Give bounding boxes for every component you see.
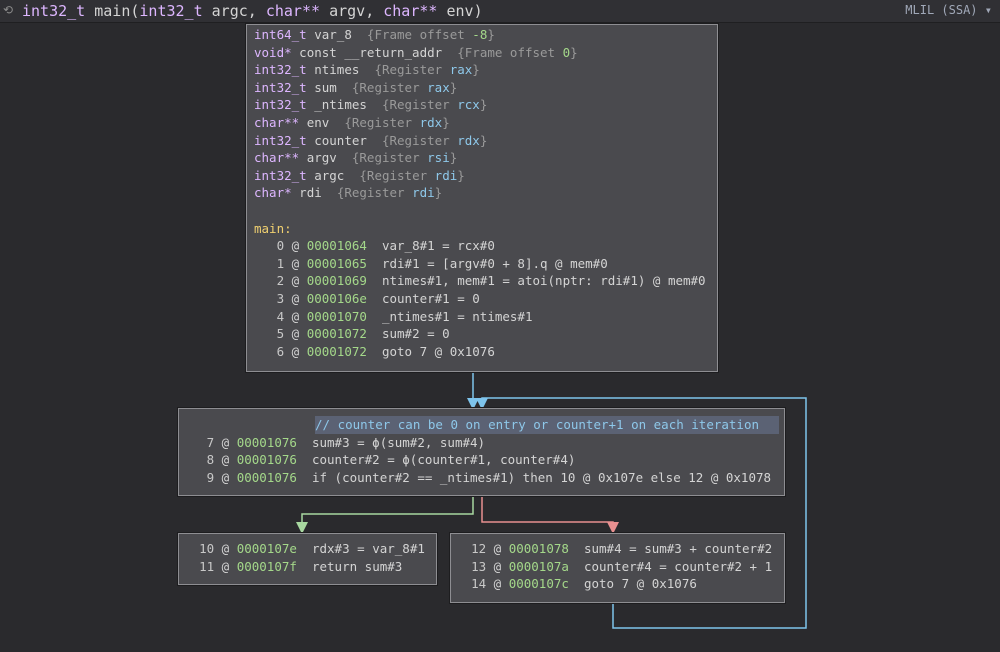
- var-decl[interactable]: int32_t ntimes {Register rax}: [254, 62, 480, 78]
- var-decl[interactable]: char** argv {Register rsi}: [254, 150, 458, 166]
- var-decl[interactable]: int32_t sum {Register rax}: [254, 79, 458, 95]
- loop-header-block[interactable]: // counter can be 0 on entry or counter+…: [178, 408, 785, 496]
- il-instruction[interactable]: 12 @ 00001078 sum#4 = sum#3 + counter#2: [471, 541, 773, 556]
- il-instruction[interactable]: 1 @ 00001065 rdi#1 = [argv#0 + 8].q @ me…: [276, 255, 608, 271]
- il-instruction[interactable]: 9 @ 00001076 if (counter#2 == _ntimes#1)…: [206, 469, 772, 485]
- il-view-selector[interactable]: MLIL (SSA) ▾: [905, 3, 992, 17]
- il-instruction[interactable]: 0 @ 00001064 var_8#1 = rcx#0: [276, 238, 495, 254]
- loop-comment: // counter can be 0 on entry or counter+…: [315, 416, 779, 434]
- il-instruction[interactable]: 5 @ 00001072 sum#2 = 0: [276, 326, 450, 342]
- il-instruction[interactable]: 7 @ 00001076 sum#3 = ϕ(sum#2, sum#4): [206, 434, 486, 450]
- block-label: main:: [254, 220, 292, 236]
- il-instruction[interactable]: 6 @ 00001072 goto 7 @ 0x1076: [276, 343, 495, 359]
- il-instruction[interactable]: 11 @ 0000107f return sum#3: [199, 558, 403, 574]
- il-instruction[interactable]: 14 @ 0000107c goto 7 @ 0x1076: [471, 576, 697, 592]
- blank-line: [254, 202, 717, 220]
- edge-true-branch: [296, 496, 474, 534]
- var-decl[interactable]: int32_t _ntimes {Register rcx}: [254, 97, 488, 113]
- var-decl[interactable]: char* rdi {Register rdi}: [254, 185, 443, 201]
- il-instruction[interactable]: 8 @ 00001076 counter#2 = ϕ(counter#1, co…: [206, 452, 576, 468]
- loop-body-block[interactable]: 12 @ 00001078 sum#4 = sum#3 + counter#2 …: [450, 533, 785, 603]
- function-header-bar: ⟲ int32_t main(int32_t argc, char** argv…: [0, 0, 1000, 23]
- exit-basic-block[interactable]: 10 @ 0000107e rdx#3 = var_8#1 11 @ 00001…: [178, 533, 437, 585]
- edge-false-branch: [481, 496, 619, 534]
- il-instruction[interactable]: 13 @ 0000107a counter#4 = counter#2 + 1: [471, 558, 773, 574]
- history-icon[interactable]: ⟲: [3, 3, 14, 17]
- il-instruction[interactable]: 10 @ 0000107e rdx#3 = var_8#1: [199, 541, 425, 556]
- function-name[interactable]: main: [94, 2, 131, 20]
- var-decl[interactable]: int64_t var_8 {Frame offset -8}: [254, 27, 495, 42]
- entry-basic-block[interactable]: int64_t var_8 {Frame offset -8} void* co…: [246, 24, 718, 372]
- il-instruction[interactable]: 2 @ 00001069 ntimes#1, mem#1 = atoi(nptr…: [276, 273, 706, 289]
- var-decl[interactable]: char** env {Register rdx}: [254, 114, 450, 130]
- comment-line[interactable]: // counter can be 0 on entry or counter+…: [184, 416, 784, 434]
- il-instruction[interactable]: 3 @ 0000106e counter#1 = 0: [276, 290, 480, 306]
- var-decl[interactable]: int32_t counter {Register rdx}: [254, 132, 488, 148]
- chevron-down-icon: ▾: [984, 3, 992, 17]
- edge-back-loop: [476, 397, 807, 629]
- var-decl[interactable]: void* const __return_addr {Frame offset …: [254, 44, 578, 60]
- il-instruction[interactable]: 4 @ 00001070 _ntimes#1 = ntimes#1: [276, 308, 533, 324]
- function-signature[interactable]: int32_t main(int32_t argc, char** argv, …: [22, 2, 483, 20]
- var-decl[interactable]: int32_t argc {Register rdi}: [254, 167, 465, 183]
